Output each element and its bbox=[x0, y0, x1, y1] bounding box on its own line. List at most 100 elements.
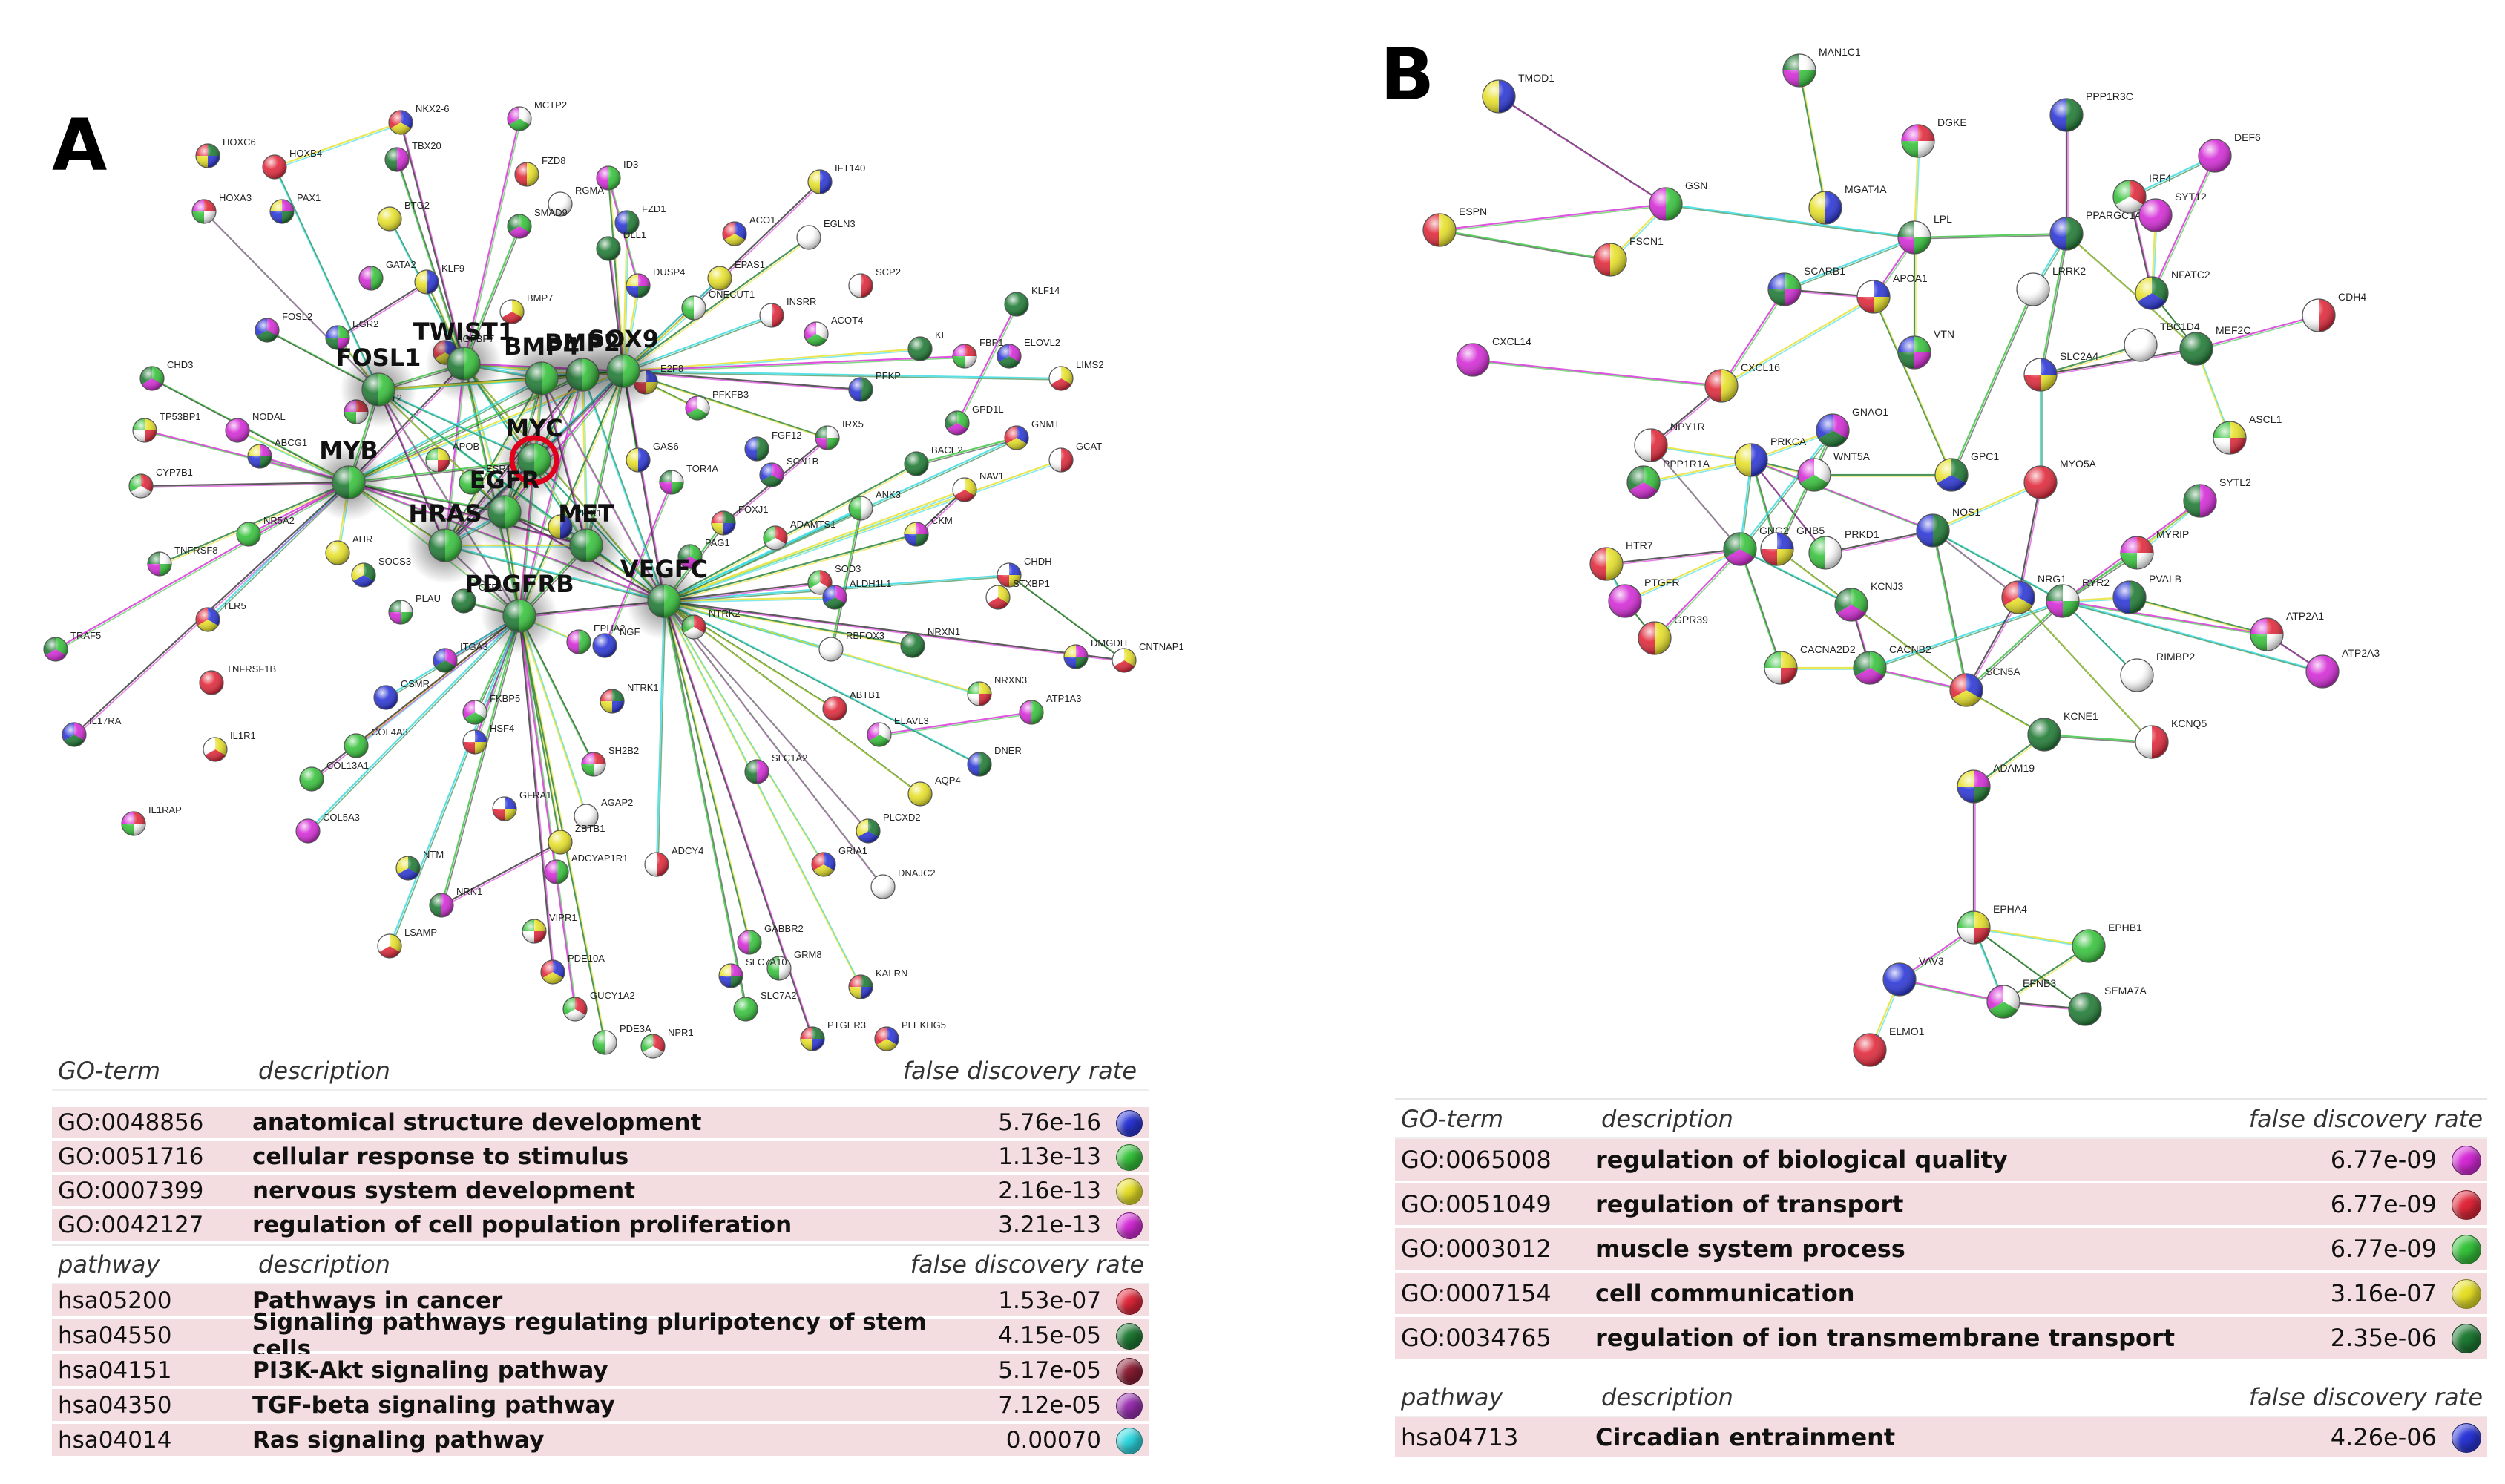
gene-node[interactable] bbox=[640, 1034, 666, 1059]
gene-node[interactable] bbox=[807, 169, 833, 194]
gene-node[interactable] bbox=[1949, 673, 1983, 707]
gene-node[interactable] bbox=[236, 522, 261, 547]
gene-node[interactable] bbox=[2049, 217, 2084, 251]
gene-node[interactable] bbox=[2250, 617, 2284, 651]
gene-node[interactable] bbox=[722, 221, 747, 246]
gene-node[interactable] bbox=[2072, 929, 2106, 963]
gene-node[interactable] bbox=[2183, 484, 2217, 518]
gene-node[interactable] bbox=[870, 874, 896, 899]
gene-node[interactable] bbox=[1723, 532, 1757, 566]
gene-node[interactable] bbox=[1808, 536, 1842, 570]
gene-node[interactable] bbox=[2135, 276, 2169, 310]
gene-node[interactable] bbox=[507, 214, 532, 239]
gene-node[interactable] bbox=[707, 266, 732, 291]
gene-node[interactable] bbox=[299, 766, 324, 792]
gene-node[interactable] bbox=[945, 410, 970, 436]
gene-node[interactable] bbox=[796, 225, 821, 250]
gene-node[interactable] bbox=[1934, 458, 1969, 492]
gene-node[interactable] bbox=[596, 165, 621, 191]
gene-node[interactable] bbox=[2023, 465, 2058, 499]
gene-node[interactable] bbox=[811, 852, 836, 877]
gene-node[interactable] bbox=[522, 919, 547, 944]
gene-node[interactable] bbox=[614, 210, 640, 235]
gene-node[interactable] bbox=[373, 685, 398, 710]
gene-node[interactable] bbox=[566, 629, 591, 654]
gene-node[interactable] bbox=[2135, 725, 2169, 759]
gene-node[interactable] bbox=[2120, 536, 2154, 570]
gene-node[interactable] bbox=[358, 266, 384, 291]
gene-node[interactable] bbox=[744, 436, 769, 462]
gene-node[interactable] bbox=[1004, 425, 1029, 450]
gene-node[interactable] bbox=[1760, 532, 1794, 566]
gene-node[interactable] bbox=[737, 930, 762, 955]
gene-node[interactable] bbox=[997, 344, 1022, 369]
gene-node[interactable] bbox=[2023, 358, 2058, 392]
gene-node[interactable] bbox=[685, 395, 710, 421]
gene-node[interactable] bbox=[1797, 458, 1831, 492]
gene-node[interactable] bbox=[952, 477, 977, 502]
gene-node[interactable] bbox=[2198, 139, 2232, 173]
gene-node[interactable] bbox=[1816, 413, 1850, 447]
gene-node[interactable] bbox=[600, 689, 625, 714]
gene-node[interactable] bbox=[907, 781, 933, 807]
gene-node[interactable] bbox=[325, 325, 350, 350]
gene-node[interactable] bbox=[414, 269, 439, 295]
gene-node[interactable] bbox=[247, 444, 272, 469]
gene-node[interactable] bbox=[462, 700, 487, 725]
gene-node[interactable] bbox=[1916, 513, 1950, 548]
gene-node[interactable] bbox=[985, 585, 1011, 610]
gene-node[interactable] bbox=[1808, 191, 1842, 225]
gene-node[interactable] bbox=[332, 465, 366, 499]
gene-node[interactable] bbox=[1649, 187, 1683, 221]
gene-node[interactable] bbox=[2112, 180, 2147, 214]
gene-node[interactable] bbox=[1734, 443, 1768, 477]
gene-node[interactable] bbox=[2049, 98, 2084, 132]
gene-node[interactable] bbox=[191, 199, 217, 224]
gene-node[interactable] bbox=[2068, 992, 2102, 1026]
gene-node[interactable] bbox=[677, 544, 703, 569]
gene-node[interactable] bbox=[487, 495, 522, 529]
gene-node[interactable] bbox=[195, 143, 220, 168]
gene-node[interactable] bbox=[269, 199, 295, 224]
gene-node[interactable] bbox=[606, 354, 640, 388]
gene-node[interactable] bbox=[377, 933, 402, 959]
gene-node[interactable] bbox=[2302, 298, 2336, 332]
gene-node[interactable] bbox=[514, 162, 539, 187]
gene-node[interactable] bbox=[388, 110, 413, 135]
gene-node[interactable] bbox=[1767, 272, 1802, 306]
gene-node[interactable] bbox=[1019, 700, 1044, 725]
gene-node[interactable] bbox=[548, 830, 573, 855]
gene-node[interactable] bbox=[807, 570, 833, 595]
gene-node[interactable] bbox=[1704, 369, 1739, 403]
gene-node[interactable] bbox=[121, 811, 146, 836]
gene-node[interactable] bbox=[1853, 651, 1887, 685]
gene-node[interactable] bbox=[195, 607, 220, 632]
gene-node[interactable] bbox=[1897, 220, 1931, 255]
gene-node[interactable] bbox=[1856, 280, 1891, 314]
gene-node[interactable] bbox=[2046, 584, 2080, 618]
gene-node[interactable] bbox=[1112, 648, 1137, 673]
gene-node[interactable] bbox=[429, 893, 454, 918]
gene-node[interactable] bbox=[433, 648, 458, 673]
gene-node[interactable] bbox=[848, 496, 873, 521]
gene-node[interactable] bbox=[815, 425, 840, 450]
gene-node[interactable] bbox=[592, 633, 617, 658]
gene-node[interactable] bbox=[763, 525, 788, 551]
gene-node[interactable] bbox=[626, 273, 651, 298]
gene-node[interactable] bbox=[1957, 769, 1991, 804]
gene-node[interactable] bbox=[907, 336, 933, 361]
gene-node[interactable] bbox=[1589, 547, 1624, 581]
gene-node[interactable] bbox=[733, 997, 758, 1022]
gene-node[interactable] bbox=[1764, 651, 1798, 685]
gene-node[interactable] bbox=[952, 344, 977, 369]
gene-node[interactable] bbox=[388, 600, 413, 625]
gene-node[interactable] bbox=[2124, 328, 2158, 362]
gene-node[interactable] bbox=[1048, 447, 1074, 473]
gene-node[interactable] bbox=[967, 752, 992, 777]
gene-node[interactable] bbox=[544, 859, 569, 884]
gene-node[interactable] bbox=[540, 959, 565, 985]
gene-node[interactable] bbox=[325, 540, 350, 565]
gene-node[interactable] bbox=[548, 191, 573, 217]
gene-node[interactable] bbox=[428, 528, 462, 562]
gene-node[interactable] bbox=[1986, 985, 2020, 1019]
